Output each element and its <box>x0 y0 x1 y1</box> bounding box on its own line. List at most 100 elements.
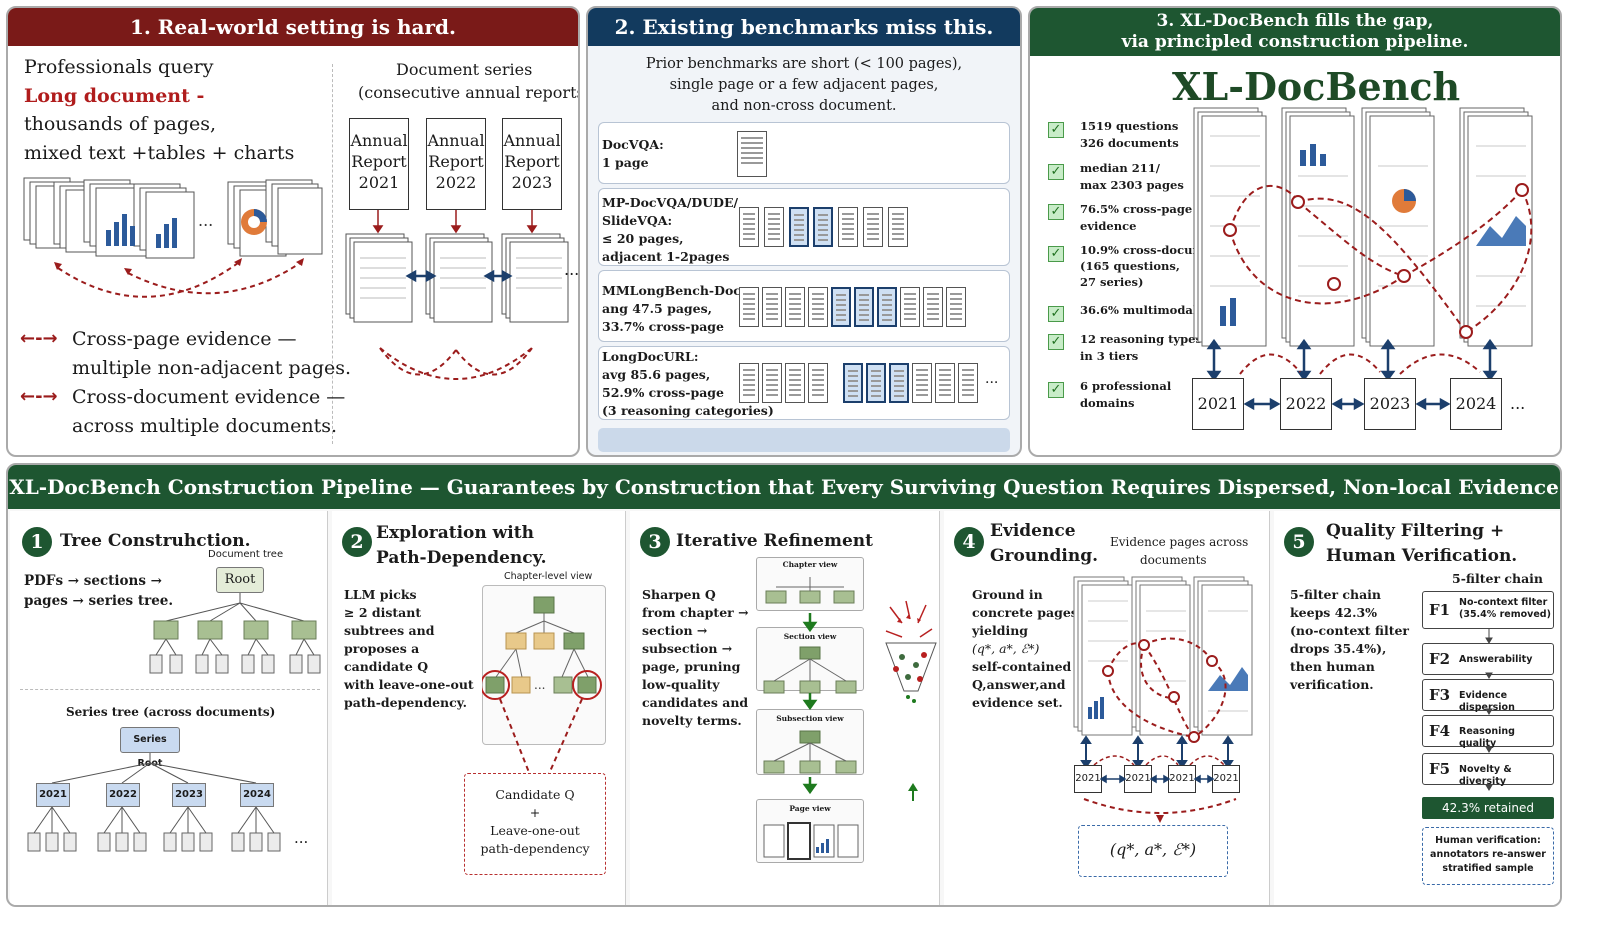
page-thumb <box>785 363 805 403</box>
step2-desc: proposes a <box>344 641 420 656</box>
filter-label: Reasoning quality <box>1459 726 1515 749</box>
step4-caption2: documents <box>1140 553 1207 567</box>
check-icon: ✓ <box>1048 164 1064 180</box>
ev-year-arrows <box>1100 774 1215 784</box>
page-thumb <box>838 207 858 247</box>
step1-title: Tree Construhction. <box>60 531 251 551</box>
filter-key: F3 <box>1429 686 1451 704</box>
page-thumb-highlight <box>866 363 886 403</box>
page-thumb <box>888 207 908 247</box>
step4-card: 4 Evidence Grounding. Evidence pages acr… <box>944 511 1270 905</box>
bench-row-mmlongbench: MMLongBench-Doc: ang 47.5 pages, 33.7% c… <box>598 270 1010 342</box>
report-year: 2021 <box>358 173 400 192</box>
page-thumb <box>946 287 966 327</box>
page-thumb <box>912 363 932 403</box>
step2-number: 2 <box>342 527 372 557</box>
step2-desc: subtrees and <box>344 623 435 638</box>
check-icon: ✓ <box>1048 334 1064 350</box>
panel3-title-line2: via principled construction pipeline. <box>1121 32 1469 52</box>
report-line2: Report <box>351 152 407 171</box>
step1-card: 1 Tree Construhction. Document tree PDFs… <box>10 511 328 905</box>
step1-desc2: pages → series tree. <box>24 593 174 609</box>
series-title-1: Document series <box>396 60 533 79</box>
step4-caption1: Evidence pages across <box>1110 535 1249 549</box>
doc-tree-label: Document tree <box>208 549 284 560</box>
stat-line: 326 documents <box>1080 136 1179 150</box>
bench-name: MMLongBench-Doc: <box>602 283 746 298</box>
hv-line: stratified sample <box>1442 863 1534 874</box>
filter-chain-label: 5-filter chain <box>1452 571 1544 586</box>
ev-year-2: 2021 <box>1124 765 1152 793</box>
svg-text:...: ... <box>198 211 213 230</box>
year-box-2024: 2024 <box>1450 378 1502 430</box>
step2-desc: candidate Q <box>344 659 429 674</box>
step5-card: 5 Quality Filtering + Human Verification… <box>1274 511 1560 905</box>
view-label: Section view <box>783 632 837 641</box>
step5-desc: then human <box>1290 659 1375 674</box>
bench-row-mpdocvqa: MP-DocVQA/DUDE/ SlideVQA: ≤ 20 pages, ad… <box>598 188 1010 266</box>
candidate-line: Candidate Q <box>495 787 575 802</box>
check-icon: ✓ <box>1048 382 1064 398</box>
step4-desc: (q*, a*, ℰ*) <box>972 641 1040 656</box>
step2-desc: path-dependency. <box>344 695 467 710</box>
panel-existing-benchmarks: 2. Existing benchmarks miss this. Prior … <box>586 6 1022 457</box>
step3-title: Iterative Refinement <box>676 531 874 551</box>
step4-desc: Ground in <box>972 587 1043 602</box>
p1-ellipsis: ... <box>564 260 580 279</box>
p1-line3: thousands of pages, <box>24 113 217 135</box>
page-thumb <box>737 131 767 177</box>
step2-desc: LLM picks <box>344 587 417 602</box>
bench-desc: (3 reasoning categories) <box>602 403 774 418</box>
step2-desc: with leave-one-out <box>344 677 474 692</box>
long-document-stacks: ... <box>23 177 323 298</box>
filter-label: Novelty & diversity <box>1459 764 1512 787</box>
series-tree <box>27 753 281 852</box>
page-thumb <box>739 287 759 327</box>
panel1-title: 1. Real-world setting is hard. <box>8 8 578 46</box>
page-thumb-highlight <box>889 363 909 403</box>
stat-line: 12 reasoning types <box>1080 332 1202 346</box>
page-thumb <box>762 287 782 327</box>
stat-line: median 211/ <box>1080 161 1160 175</box>
bench-desc: adjacent 1-2pages <box>602 249 730 264</box>
view-label: Page view <box>789 804 831 813</box>
ev-year-4: 2021 <box>1212 765 1240 793</box>
report-line1: Annual <box>427 131 485 150</box>
step3-card: 3 Iterative Refinement Sharpen Q from ch… <box>630 511 940 905</box>
page-thumb-highlight <box>854 287 874 327</box>
svg-text:...: ... <box>534 678 545 692</box>
hv-line: annotators re-answer <box>1430 849 1546 860</box>
bench-desc: avg 85.6 pages, <box>602 367 711 382</box>
step3-desc: from chapter → <box>642 605 749 620</box>
step4-title2: Grounding. <box>990 546 1099 566</box>
series-title-2: (consecutive annual reports) <box>358 83 580 102</box>
series-year-2023: 2023 <box>172 783 206 807</box>
ev-merge-curve <box>1083 798 1237 823</box>
page-thumb-highlight <box>843 363 863 403</box>
p2-intro3: and non-cross document. <box>711 98 897 114</box>
report-line1: Annual <box>503 131 561 150</box>
bench-row-longdocurl: LongDocURL: avg 85.6 pages, 52.9% cross-… <box>598 346 1010 420</box>
panel-pipeline: XL-DocBench Construction Pipeline — Guar… <box>6 463 1562 907</box>
page-thumb <box>808 363 828 403</box>
legend-cross-doc-icon: ←-→ <box>20 386 58 407</box>
step2-title1: Exploration with <box>376 523 534 543</box>
bench-desc: 52.9% cross-page <box>602 385 725 400</box>
panel2-title: 2. Existing benchmarks miss this. <box>588 8 1020 46</box>
step4-desc: yielding <box>972 623 1029 638</box>
p2-intro1: Prior benchmarks are short (< 100 pages)… <box>645 56 963 72</box>
series-root-node: Series Root <box>120 727 180 769</box>
bench-name: MP-DocVQA/DUDE/ <box>602 195 739 210</box>
year-link-arrows <box>1244 397 1451 411</box>
bench-desc: SlideVQA: <box>602 213 673 228</box>
bench-desc: ang 47.5 pages, <box>602 301 712 316</box>
evidence-tuple-box: (q*, a*, ℰ*) <box>1078 825 1228 877</box>
check-icon: ✓ <box>1048 246 1064 262</box>
stat-line: in 3 tiers <box>1080 349 1139 363</box>
panel3-title: 3. XL-DocBench fills the gap, via princi… <box>1030 8 1560 56</box>
page-thumb-highlight <box>789 207 809 247</box>
filter-chain-arrows <box>1485 629 1493 791</box>
